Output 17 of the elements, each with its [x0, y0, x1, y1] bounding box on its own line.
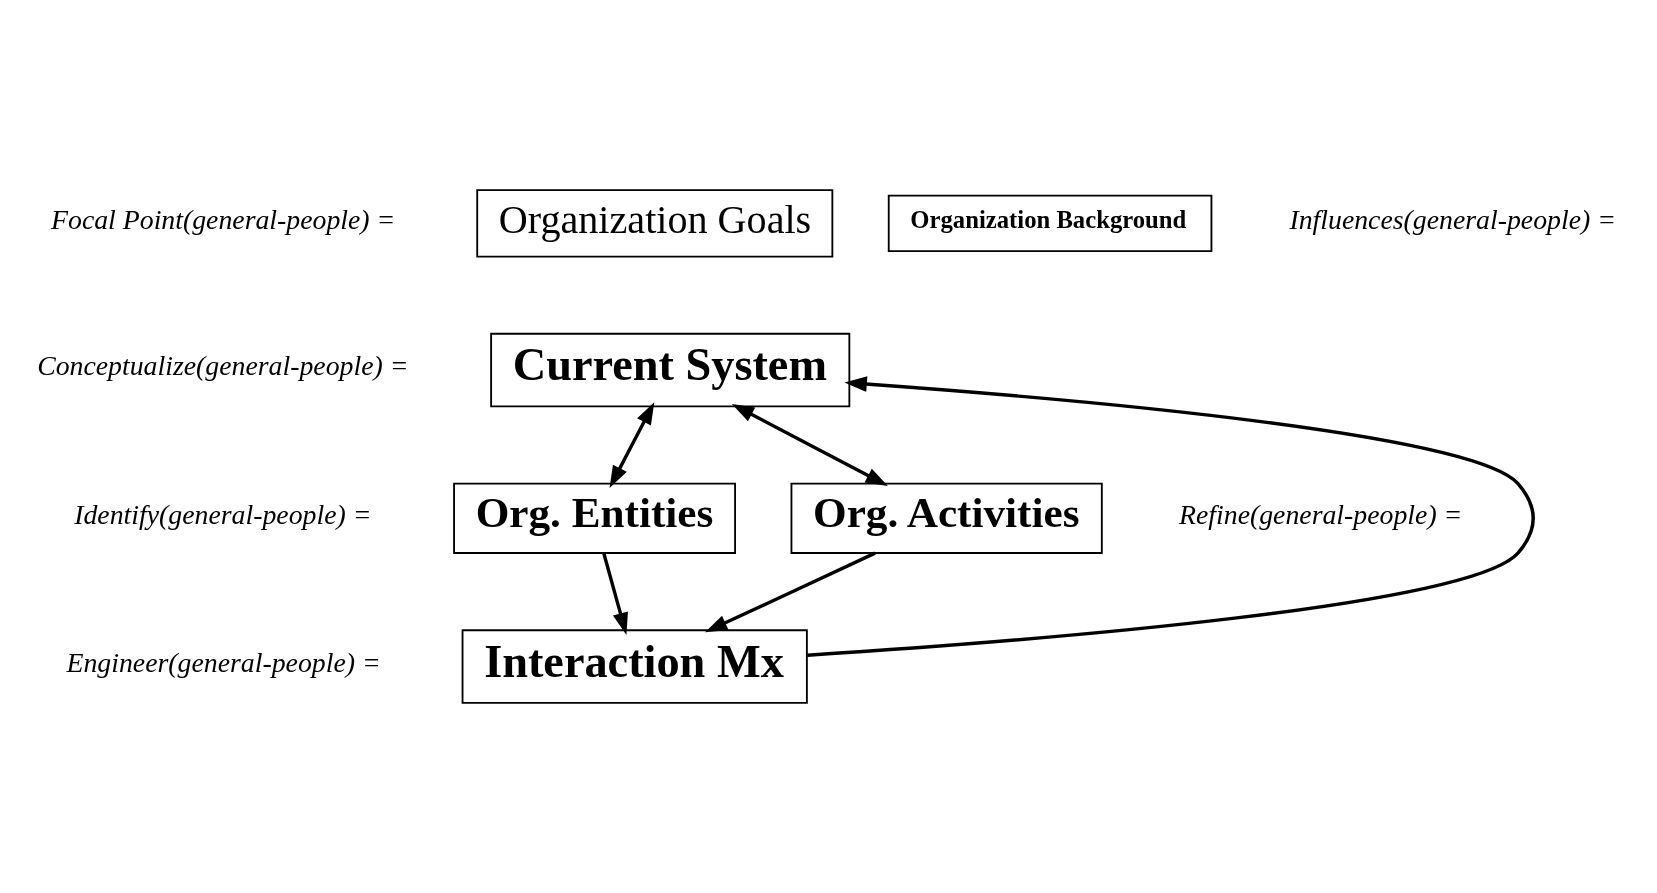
node-box: Organization Background — [887, 194, 1213, 253]
label: Influences(general-people) = — [1289, 203, 1616, 235]
label: Engineer(general-people) = — [66, 646, 381, 678]
node-box: Current System — [490, 332, 851, 408]
node-box: Interaction Mx — [461, 629, 808, 704]
node-box: Org. Activities — [790, 482, 1103, 554]
node-box: Org. Entities — [453, 482, 736, 554]
arrow — [731, 404, 888, 486]
node-box: Organization Goals — [476, 189, 834, 258]
label: Focal Point(general-people) = — [51, 203, 396, 235]
arrow — [807, 376, 1535, 657]
label: Refine(general-people) = — [1179, 498, 1463, 530]
arrow — [609, 402, 655, 488]
label: Conceptualize(general-people) = — [37, 350, 409, 382]
arrow — [705, 551, 876, 633]
arrow — [602, 553, 628, 635]
label: Identify(general-people) = — [74, 498, 372, 530]
